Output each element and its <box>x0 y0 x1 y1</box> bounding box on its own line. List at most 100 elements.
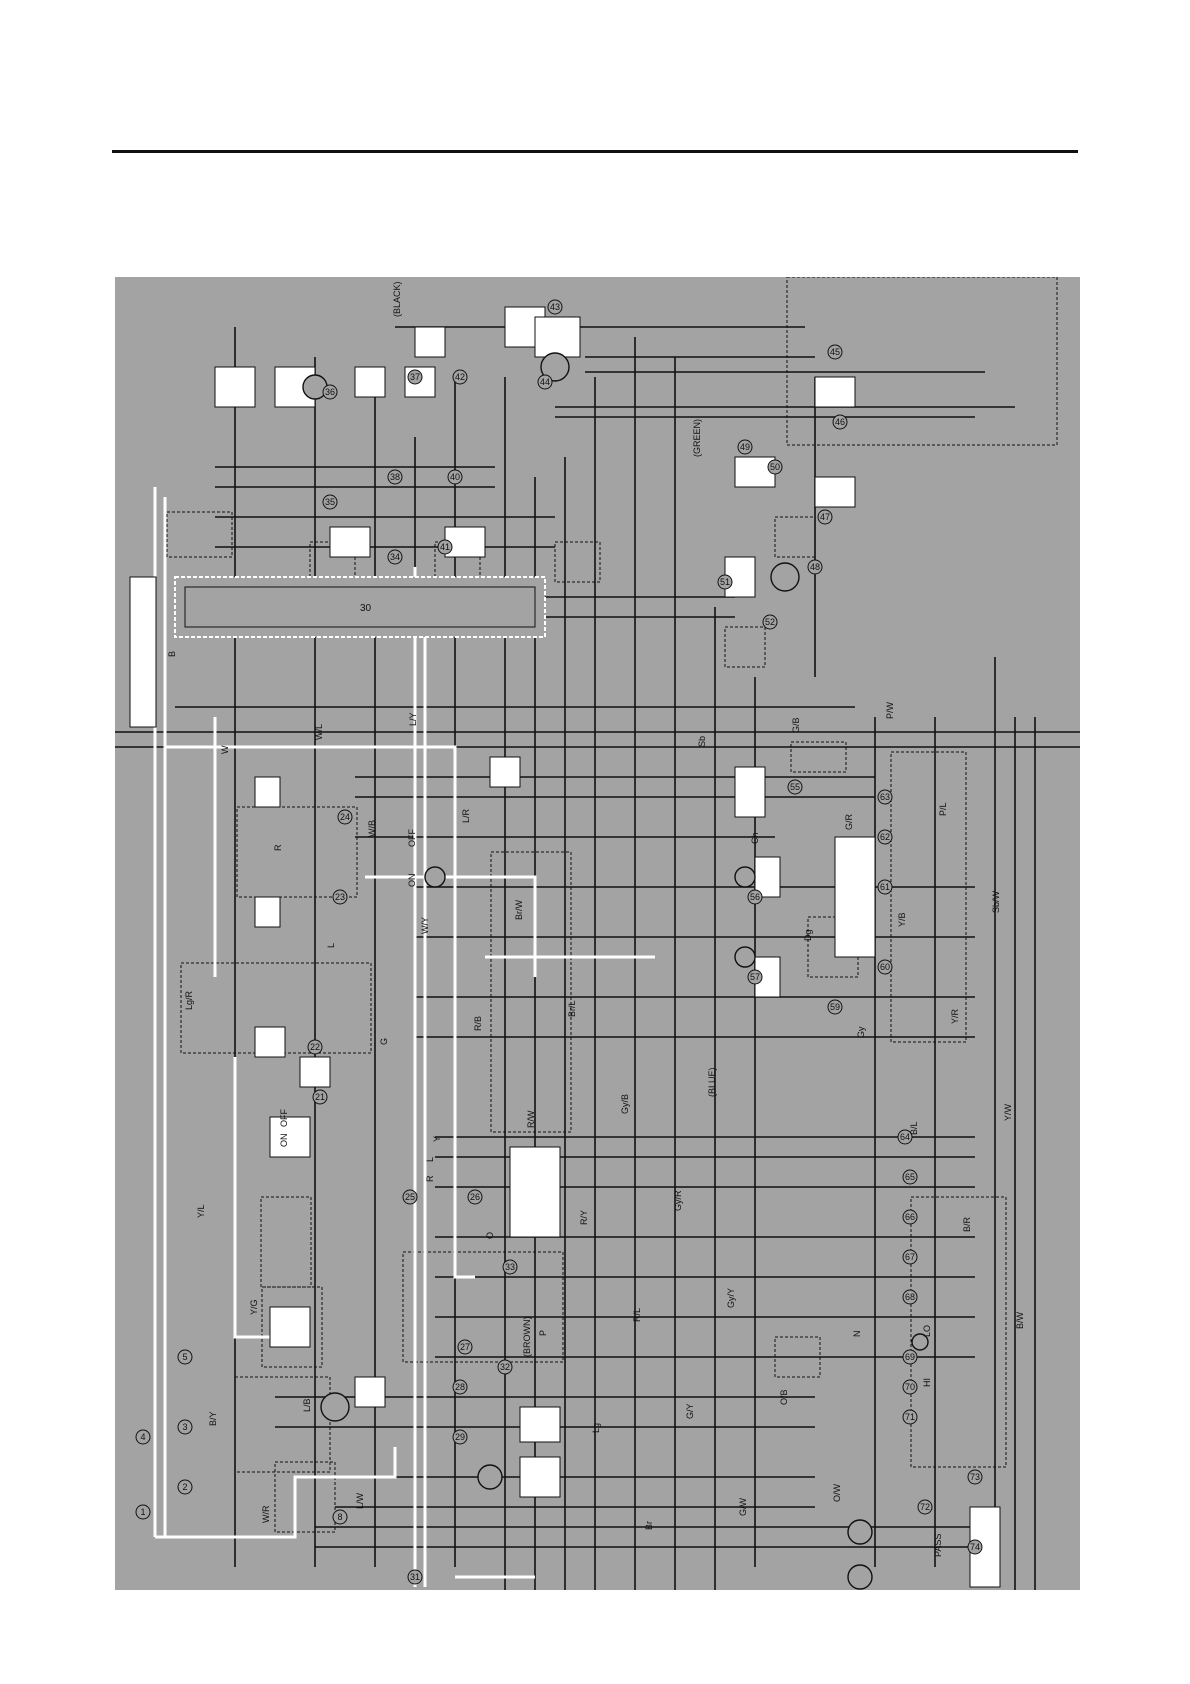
component-number: 38 <box>390 472 400 482</box>
component-number: 52 <box>765 617 775 627</box>
component-callout-circle <box>717 574 733 590</box>
wire-code-label: L/W <box>355 1492 365 1509</box>
wire-code-label: Br/L <box>567 1000 577 1017</box>
wire-code-label: O <box>485 1232 495 1239</box>
component-callout-circle <box>807 559 823 575</box>
connector-color-note: (BROWN) <box>522 1317 532 1358</box>
component-number: 33 <box>505 1262 515 1272</box>
switch-position-label: L <box>425 1157 435 1162</box>
wire-code-label: Gy/Y <box>726 1288 736 1308</box>
wire-code-label: R <box>273 844 283 851</box>
component-callout-circle <box>177 1349 193 1365</box>
component-callout-circle <box>547 299 563 315</box>
wire-code-label: G/W <box>738 1497 748 1516</box>
component-callout-circle <box>497 1359 513 1375</box>
component-callout-circle <box>877 829 893 845</box>
component-number: 70 <box>905 1382 915 1392</box>
component-number: 37 <box>410 372 420 382</box>
component-number: 63 <box>880 792 890 802</box>
wire-code-label: P/L <box>938 802 948 816</box>
component-callout-circle <box>787 779 803 795</box>
switch-position-label: ON <box>407 874 417 888</box>
component-number: 5 <box>182 1352 187 1362</box>
component-callout-circle <box>387 469 403 485</box>
wire-code-label: L/B <box>302 1398 312 1412</box>
component-callout-circle <box>177 1419 193 1435</box>
component-callout-circle <box>827 999 843 1015</box>
wire-code-label: Lg <box>591 1423 601 1433</box>
wire-code-label: Y/L <box>196 1204 206 1218</box>
component-callout-circle <box>877 789 893 805</box>
component-number: 67 <box>905 1252 915 1262</box>
wire-code-label: R/B <box>473 1016 483 1031</box>
component-callout-circle <box>322 494 338 510</box>
component-callout-circle <box>767 459 783 475</box>
component-callout-circle <box>312 1089 328 1105</box>
component-number: 72 <box>920 1502 930 1512</box>
wire-code-label: L/R <box>461 808 471 823</box>
component-number: 2 <box>182 1482 187 1492</box>
component-callout-circle <box>437 539 453 555</box>
component-number: 57 <box>750 972 760 982</box>
component-callout-circle <box>402 1189 418 1205</box>
component-number: 8 <box>337 1512 342 1522</box>
component-callout-circle <box>177 1479 193 1495</box>
wire-code-label: B <box>167 651 177 657</box>
component-callout-circle <box>387 549 403 565</box>
component-callout-circle <box>902 1349 918 1365</box>
component-number: 29 <box>455 1432 465 1442</box>
component-callout-circle <box>537 374 553 390</box>
wire-code-label: G/R <box>844 813 854 830</box>
component-number: 35 <box>325 497 335 507</box>
wire-code-label: Br/W <box>514 899 524 920</box>
component-callout-circle <box>457 1339 473 1355</box>
component-number: 68 <box>905 1292 915 1302</box>
wire-code-label: L/Y <box>408 712 418 726</box>
component-number: 61 <box>880 882 890 892</box>
component-number: 34 <box>390 552 400 562</box>
component-callout-circle <box>467 1189 483 1205</box>
component-callout-circle <box>322 384 338 400</box>
wire-code-label: L <box>326 943 336 948</box>
component-callout-circle <box>902 1169 918 1185</box>
wire-code-label: Dg <box>803 929 813 941</box>
wire-code-label: Ch <box>750 832 760 844</box>
wire-code-label: Gy/B <box>620 1094 630 1114</box>
component-callout-circle <box>832 414 848 430</box>
component-number: 73 <box>970 1472 980 1482</box>
wire-code-label: Lg/R <box>184 990 194 1010</box>
wire-code-label: B/Y <box>208 1411 218 1426</box>
component-callout-circle <box>452 1429 468 1445</box>
wire-code-label: Gy/R <box>673 1190 683 1211</box>
component-callout-circle <box>762 614 778 630</box>
wire-code-label: W/R <box>261 1505 271 1523</box>
component-callout-circle <box>902 1409 918 1425</box>
component-number: 26 <box>470 1192 480 1202</box>
wire-code-label: G <box>379 1038 389 1045</box>
switch-position-label: PASS <box>933 1534 943 1557</box>
component-callout-circle <box>307 1039 323 1055</box>
wire-code-label: Sb/W <box>991 890 1001 913</box>
wire-code-label: W/Y <box>420 917 430 934</box>
component-number: 47 <box>820 512 830 522</box>
ecu-block <box>174 576 546 638</box>
wire-code-label: G/Y <box>685 1403 695 1419</box>
component-number: 55 <box>790 782 800 792</box>
component-callout-circle <box>902 1379 918 1395</box>
component-number: 60 <box>880 962 890 972</box>
component-number: 51 <box>720 577 730 587</box>
component-number: 1 <box>140 1507 145 1517</box>
wire-code-label: Sb <box>697 736 707 747</box>
component-number: 50 <box>770 462 780 472</box>
component-number: 22 <box>310 1042 320 1052</box>
wire-code-label: Y/R <box>950 1008 960 1024</box>
component-callout-circle <box>407 369 423 385</box>
component-number: 25 <box>405 1192 415 1202</box>
wire-code-label: B/W <box>1015 1311 1025 1329</box>
wire-code-label: B/R <box>962 1216 972 1232</box>
component-number: 49 <box>740 442 750 452</box>
switch-position-label: LO <box>922 1325 932 1337</box>
ecu-number: 30 <box>360 603 372 614</box>
wire-code-label: G/B <box>791 717 801 733</box>
component-number: 42 <box>455 372 465 382</box>
